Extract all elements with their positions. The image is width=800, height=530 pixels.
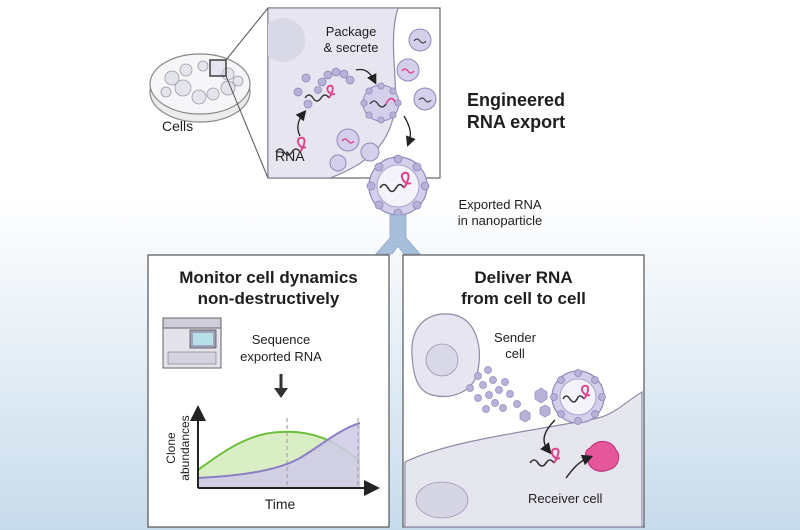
engineered-title-line2: RNA export [466,112,566,132]
right-panel-title-line2: from cell to cell [461,289,586,308]
petri-dish [149,7,269,179]
nanoparticle-label-line1: Exported RNA [458,197,542,212]
rna-label: RNA [275,148,305,164]
zoom-box [209,59,227,77]
translation-arrow [565,454,594,479]
delivery-nanoparticle [550,369,606,425]
sender-cell [411,313,480,397]
package-label-line2: & secrete [323,40,379,55]
sequence-label-line2: exported RNA [240,349,322,364]
receiver-cell-label: Receiver cell [528,491,603,506]
y-axis-label-line1: Clone [164,432,178,464]
sequence-label-line1: Sequence [251,332,311,347]
engineered-title-line1: Engineered [466,90,566,110]
exported-nanoparticle [366,154,430,218]
secreted-vesicles [329,28,437,172]
released-particles [466,366,551,423]
receiver-cell [404,390,643,528]
x-axis-label: Time [264,496,296,512]
purple-area [198,423,360,488]
split-arrow [375,214,421,255]
right-panel-title-line1: Deliver RNA [474,268,573,287]
package-label-line1: Package [325,24,377,39]
uptake-arrow [540,419,556,455]
clone-abundance-chart [190,405,380,496]
background-gradient [0,200,800,530]
sequencer-machine [162,317,222,369]
delivered-rna [529,447,561,467]
purple-line [198,422,360,479]
sender-label-line1: Sender [494,330,536,345]
zoom-panel [267,7,441,179]
left-panel-title-line2: non-destructively [197,289,340,308]
down-arrow [274,374,288,398]
nanoparticle-label-line2: in nanoparticle [457,213,543,228]
sender-label-line2: cell [505,346,525,361]
y-axis-label-line2: abundances [178,415,192,481]
left-panel-title-line1: Monitor cell dynamics [179,268,358,287]
cells-label: Cells [162,118,194,134]
